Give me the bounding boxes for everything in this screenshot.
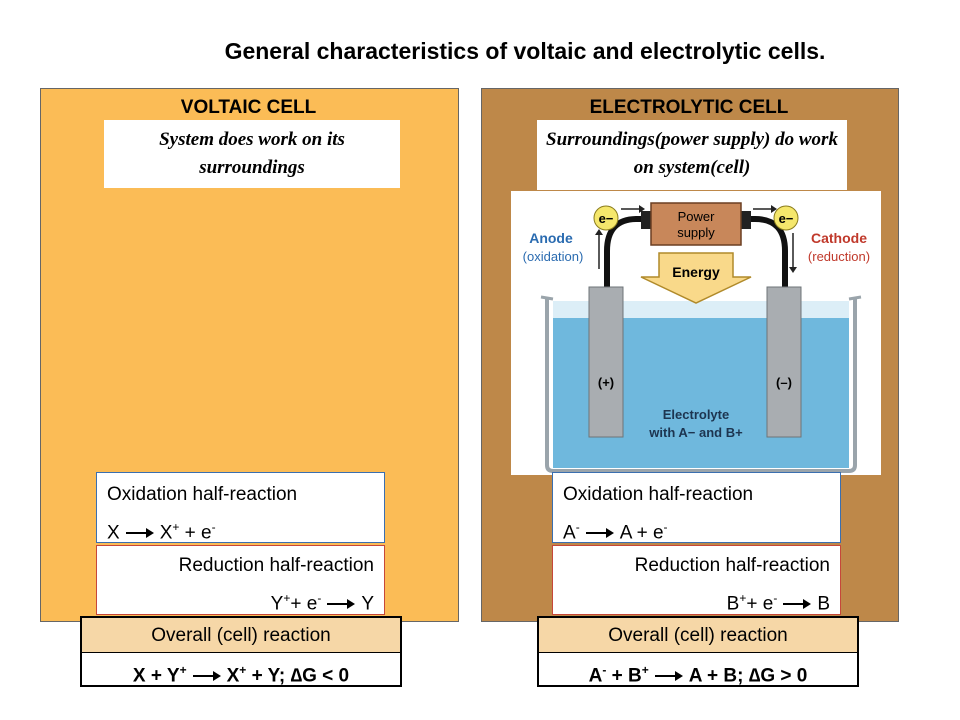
electrolytic-title: ELECTROLYTIC CELL [589, 97, 789, 118]
electron-right-icon [773, 205, 799, 231]
anode-sublabel: (oxidation) [523, 249, 584, 264]
electrolyte-label-1: Electrolyte [663, 407, 729, 422]
reaction-arrow-icon [192, 670, 221, 682]
voltaic-system-text: System does work on its surroundings [104, 120, 400, 188]
electrolytic-reduction-label: Reduction half-reaction [634, 555, 830, 576]
power-supply-label-2: supply [677, 225, 715, 240]
electrolytic-oxidation-label: Oxidation half-reaction [563, 484, 754, 505]
electrolytic-reduction-equation: B++ e-B [726, 591, 830, 615]
anode-label: Anode [529, 230, 573, 246]
beaker [545, 299, 857, 473]
electrolytic-overall-box: Overall (cell) reaction A- + B+A + B; ∆G… [537, 616, 859, 687]
electrolytic-reduction-box: Reduction half-reaction B++ e-B [552, 545, 841, 615]
electrolytic-cell-diagram: Power supply e− e− Anode (oxidation) Cat… [511, 191, 881, 475]
electrolyte-label-2: with A− and B+ [648, 425, 743, 440]
reaction-arrow-icon [327, 598, 356, 610]
svg-text:e−: e− [599, 211, 614, 226]
voltaic-reduction-box: Reduction half-reaction Y++ e-Y [96, 545, 385, 615]
svg-text:e−: e− [779, 211, 794, 226]
page-title: General characteristics of voltaic and e… [224, 38, 826, 64]
voltaic-title: VOLTAIC CELL [180, 97, 317, 118]
reaction-arrow-icon [783, 598, 812, 610]
voltaic-reduction-label: Reduction half-reaction [178, 555, 374, 576]
anode-electrode [588, 286, 624, 438]
cathode-label: Cathode [811, 230, 867, 246]
electrolytic-overall-equation: A- + B+A + B; ∆G > 0 [588, 663, 808, 687]
electron-left-icon [593, 205, 619, 231]
voltaic-oxidation-label: Oxidation half-reaction [107, 484, 298, 505]
voltaic-overall-box: Overall (cell) reaction X + Y+X+ + Y; ∆G… [80, 616, 402, 687]
reaction-arrow-icon [654, 670, 683, 682]
electrolytic-overall-label: Overall (cell) reaction [539, 618, 857, 653]
voltaic-overall-equation: X + Y+X+ + Y; ∆G < 0 [132, 663, 350, 687]
electrolytic-oxidation-equation: A-A + e- [563, 520, 668, 544]
cathode-sign: (–) [776, 375, 792, 390]
power-supply-label-1: Power [678, 209, 716, 224]
reaction-arrow-icon [585, 527, 614, 539]
electrolytic-system-text: Surroundings(power supply) do work on sy… [537, 120, 847, 190]
electrolytic-oxidation-box: Oxidation half-reaction A-A + e- [552, 472, 841, 543]
cathode-sublabel: (reduction) [808, 249, 870, 264]
energy-arrow-icon [640, 252, 752, 304]
cathode-electrode [766, 286, 802, 438]
voltaic-overall-label: Overall (cell) reaction [82, 618, 400, 653]
reaction-arrow-icon [125, 527, 154, 539]
anode-sign: (+) [598, 375, 614, 390]
voltaic-reduction-equation: Y++ e-Y [270, 591, 374, 615]
power-supply [650, 202, 742, 246]
svg-text:Energy: Energy [672, 264, 720, 280]
